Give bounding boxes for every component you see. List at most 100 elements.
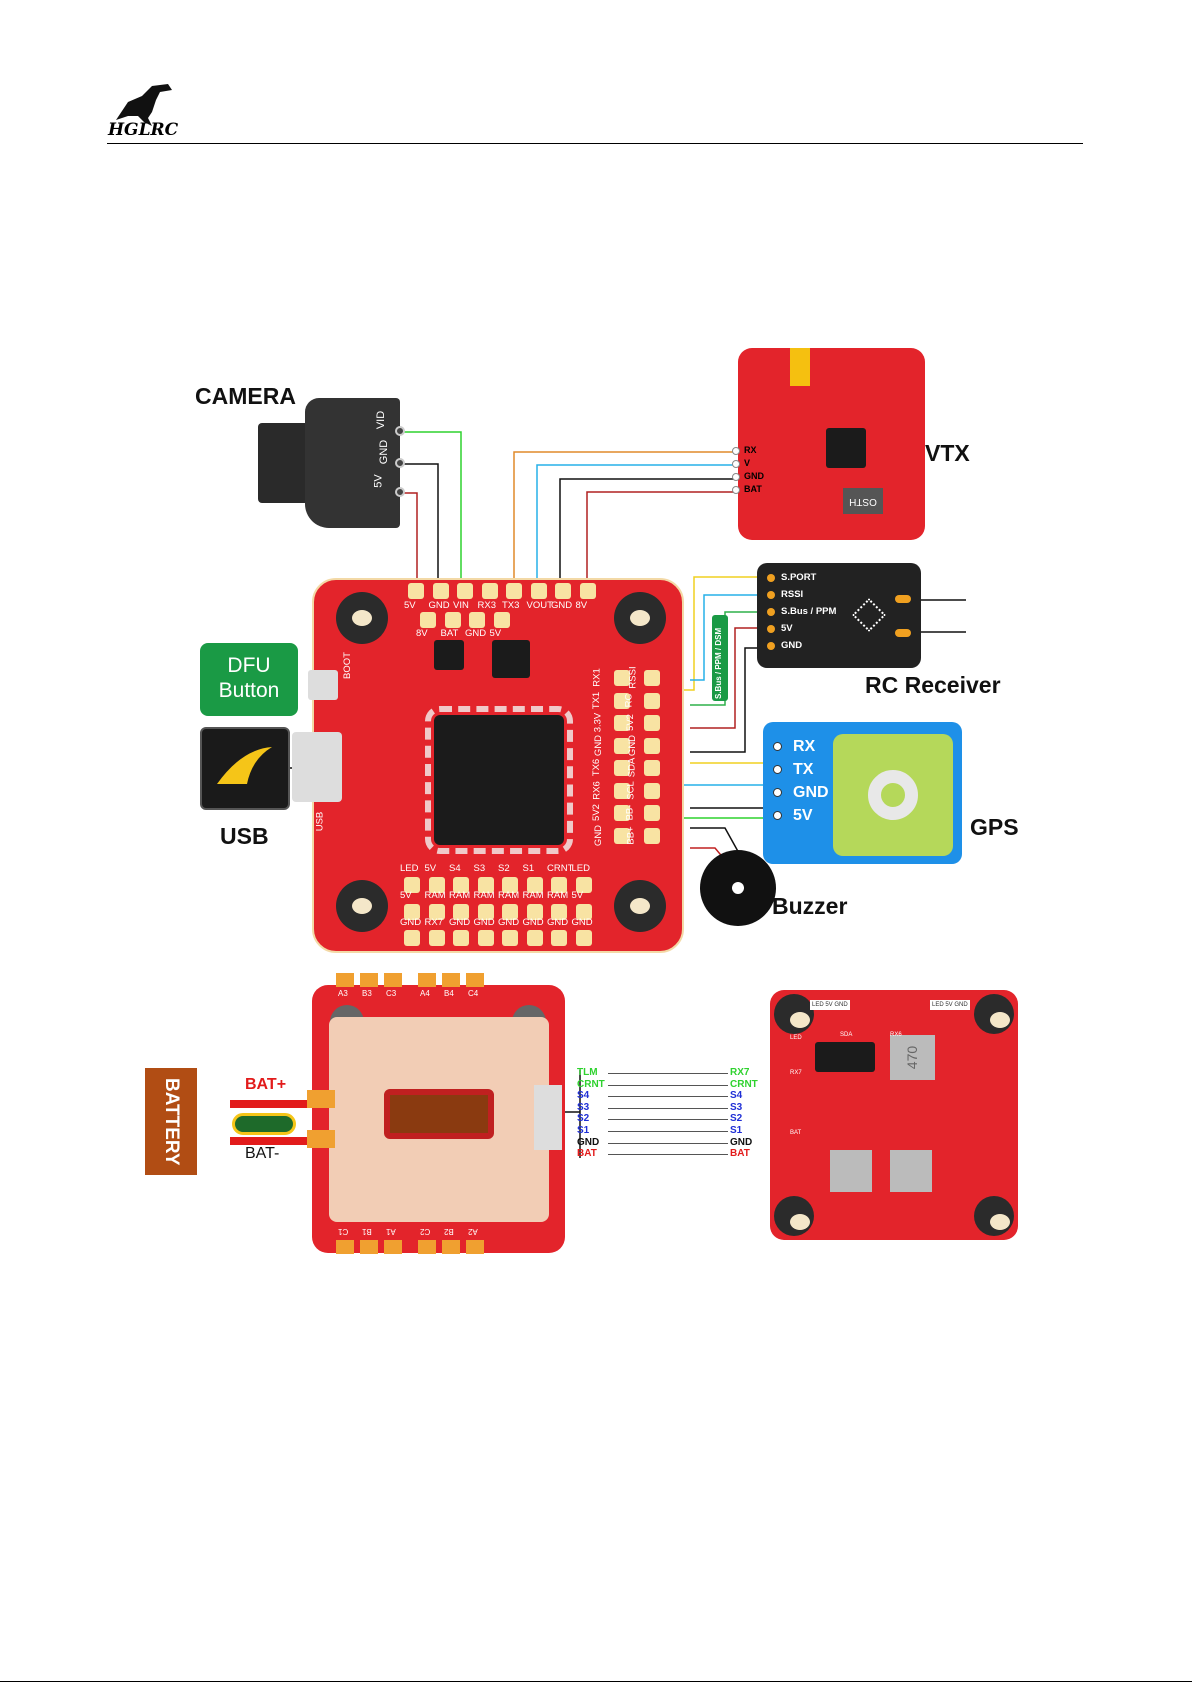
- fc-pad-label: RSSI: [627, 666, 639, 689]
- fc-pad-label: GND: [522, 917, 544, 928]
- fc-pad[interactable]: [477, 930, 494, 946]
- fc-pad[interactable]: [614, 715, 630, 731]
- esc-wire-right-label: RX7: [730, 1067, 750, 1078]
- esc-wire-line: [608, 1131, 728, 1132]
- buzzer-label: Buzzer: [772, 893, 848, 919]
- fc-pad[interactable]: [575, 877, 592, 893]
- fc-pad[interactable]: [453, 904, 469, 920]
- gps-pin: [773, 788, 782, 797]
- esc-pad-label: A4: [420, 989, 430, 998]
- camera-label: CAMERA: [195, 383, 296, 409]
- fc-pad-label: GND: [593, 824, 605, 846]
- camera-body: [305, 398, 400, 528]
- fc-pad[interactable]: [526, 877, 543, 893]
- fc-pad[interactable]: [644, 670, 660, 686]
- fc-pad[interactable]: [614, 827, 630, 844]
- fc-pad[interactable]: [404, 877, 420, 893]
- fc-pad[interactable]: [551, 877, 567, 893]
- esc-wire-line: [608, 1096, 728, 1098]
- fc-pad[interactable]: [453, 930, 469, 946]
- rear-silk-label: BAT: [790, 1130, 802, 1136]
- camera-pin: [395, 426, 405, 436]
- fc-pad[interactable]: [579, 583, 596, 599]
- fc-pad[interactable]: [644, 782, 660, 799]
- esc-wire-right-label: GND: [730, 1136, 753, 1148]
- fc-pad[interactable]: [644, 692, 660, 709]
- fc-pad[interactable]: [420, 612, 436, 628]
- fc-pad[interactable]: [555, 583, 571, 599]
- fc-pad[interactable]: [526, 904, 543, 920]
- esc-pad-label: C4: [468, 989, 479, 998]
- esc-motor-pad: [442, 1240, 460, 1254]
- fc-pad-label: BB+: [625, 825, 637, 845]
- fc-pad[interactable]: [575, 930, 592, 946]
- bat-minus-label: BAT-: [245, 1145, 280, 1162]
- fc-pad[interactable]: [453, 877, 469, 893]
- fc-pad-label: RAM: [473, 890, 495, 901]
- fc-pad[interactable]: [551, 904, 567, 920]
- usb-port[interactable]: [292, 732, 342, 802]
- esc-wire-line: [608, 1084, 728, 1086]
- fc-pad[interactable]: [644, 737, 660, 754]
- boot-button[interactable]: [308, 670, 338, 700]
- fc-pad[interactable]: [575, 904, 592, 920]
- fc-pad[interactable]: [444, 612, 461, 628]
- fc-pad[interactable]: [614, 805, 630, 821]
- fc-pad[interactable]: [502, 877, 518, 893]
- fc-pad-label: 8V: [575, 600, 588, 611]
- fc-pad[interactable]: [644, 760, 660, 776]
- fc-pad[interactable]: [469, 612, 485, 628]
- esc-wire-left-label: CRNT: [577, 1078, 605, 1090]
- fc-pad[interactable]: [477, 877, 494, 893]
- fc-pad[interactable]: [428, 904, 445, 920]
- fc-pad[interactable]: [614, 782, 630, 799]
- fc-pad[interactable]: [644, 827, 660, 844]
- fc-pad-label: 5V: [404, 600, 416, 611]
- fc-pad[interactable]: [404, 930, 420, 946]
- rc-pin: [767, 574, 775, 582]
- fc-pad[interactable]: [428, 930, 445, 946]
- fc-pad-label: TX6: [591, 758, 603, 777]
- fc-pad-label: RX3: [477, 600, 496, 611]
- fc-pad[interactable]: [477, 904, 494, 920]
- fc-pad[interactable]: [428, 877, 445, 893]
- fc-pad[interactable]: [506, 583, 522, 599]
- fc-pad-label: S3: [473, 863, 486, 874]
- fc-pad[interactable]: [614, 692, 630, 709]
- battery: BATTERY: [145, 1068, 197, 1175]
- rear-silk-label: RX6: [890, 1032, 902, 1038]
- fc-pad[interactable]: [502, 904, 518, 920]
- rc-pin-label: 5V: [781, 623, 793, 634]
- fc-pad[interactable]: [502, 930, 518, 946]
- fc-pad[interactable]: [493, 612, 510, 628]
- esc-wire-right-label: S1: [730, 1125, 743, 1136]
- vtx-pin-label: GND: [744, 471, 764, 481]
- fc-pad[interactable]: [408, 583, 424, 599]
- fc-pad[interactable]: [644, 715, 660, 731]
- fc-pad-label: GND: [547, 917, 569, 928]
- fc-pad[interactable]: [404, 904, 420, 920]
- camera-pin-label: 5V: [372, 474, 385, 488]
- fc-pad[interactable]: [526, 930, 543, 946]
- fc-pad[interactable]: [644, 805, 660, 821]
- fc-pad[interactable]: [432, 583, 449, 599]
- esc-motor-pad: [418, 973, 436, 987]
- fc-pad[interactable]: [614, 737, 630, 754]
- fc-pad[interactable]: [481, 583, 498, 599]
- rc-pin-label: GND: [781, 640, 803, 651]
- fc-pad-label: 5V: [489, 628, 502, 639]
- esc-pad-label: A2: [468, 1227, 478, 1236]
- rc-pin-label: S.Bus / PPM: [781, 606, 837, 617]
- esc-motor-pad: [336, 973, 354, 987]
- fc-pad[interactable]: [551, 930, 567, 946]
- fc-pad-label: GND: [400, 917, 422, 928]
- fc-pad[interactable]: [614, 760, 630, 776]
- fc-pad[interactable]: [530, 583, 547, 599]
- esc-wire-line: [608, 1142, 728, 1144]
- fc-pad[interactable]: [614, 670, 630, 686]
- fc-pad[interactable]: [457, 583, 473, 599]
- camera-pin-label: GND: [378, 439, 391, 465]
- buzzer-icon: [700, 850, 776, 926]
